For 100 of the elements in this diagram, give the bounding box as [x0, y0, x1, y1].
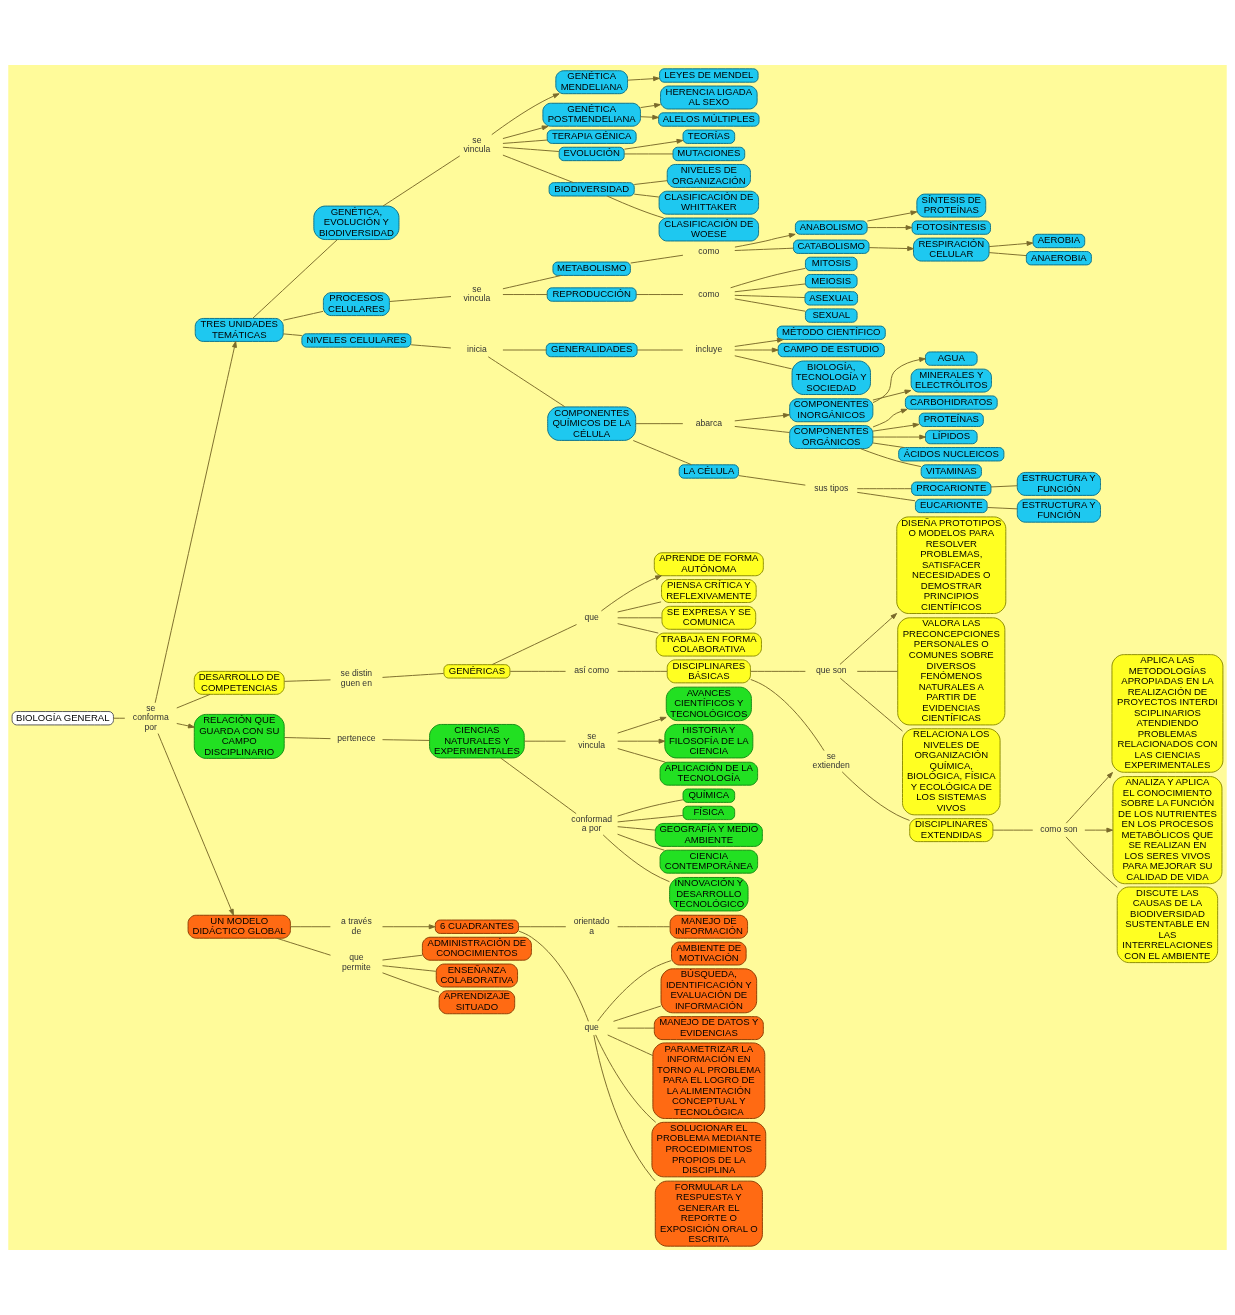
node-box: APRENDIZAJE SITUADO — [438, 990, 516, 1015]
connector — [750, 679, 825, 752]
node-box: RELACIONA LOS NIVELES DE ORGANIZACIÓN QUÍMICA, BIOLÓGICA, FÍSICA Y ECOLÓGICA DE LOS SISTEMAS VIVOS — [902, 728, 1001, 816]
arrow — [1065, 772, 1113, 824]
node-text: como son — [1040, 824, 1078, 835]
connector — [597, 960, 672, 1022]
node-text: se distinguen en — [340, 668, 373, 688]
node-box: VALORA LAS PRECONCEPCIONES PERSONALES O COMUNES SOBRE DIVERSOS FENÓMENOS NATURALES A PARTIR DE EVIDENCIAS CIENTÍFICAS — [897, 617, 1006, 726]
connector — [113, 717, 126, 719]
node-box: MINERALES Y ELECTRÓLITOS — [910, 368, 992, 393]
node-box: SÍNTESIS DE PROTEÍNAS — [916, 193, 987, 218]
arrow — [872, 357, 926, 404]
node-text: así como — [574, 665, 610, 676]
connector — [738, 475, 806, 486]
node-box: GENÉRICAS — [443, 664, 511, 679]
node-box: PROCARIONTE — [911, 481, 992, 496]
connector — [839, 677, 903, 732]
node-box: DESARROLLO DE COMPETENCIAS — [193, 670, 285, 695]
arrow — [866, 225, 913, 231]
connector — [382, 155, 461, 207]
connector — [617, 826, 656, 831]
node-box: GENERALIDADES — [545, 342, 638, 358]
connector — [623, 153, 674, 155]
arrow — [154, 340, 237, 704]
node-box: ÁCIDOS NUCLEICOS — [898, 447, 1005, 462]
connector — [382, 739, 430, 741]
connector — [607, 1034, 654, 1057]
node-box: MEIOSIS — [804, 273, 858, 289]
node-box: GENÉTICA POSTMENDELIANA — [542, 102, 641, 127]
connector — [595, 1034, 657, 1123]
connector — [636, 349, 684, 351]
node-box: EVOLUCIÓN — [558, 146, 625, 162]
node-box: TERAPIA GÉNICA — [546, 129, 637, 144]
connector — [282, 310, 324, 321]
node-box: LA CÉLULA — [678, 464, 739, 479]
node-box: ESTRUCTURA Y FUNCIÓN — [1016, 471, 1101, 496]
node-box: LEYES DE MENDEL — [659, 68, 759, 83]
arrow — [872, 422, 920, 432]
arrow — [872, 434, 926, 440]
arrow — [872, 408, 908, 428]
connector — [500, 757, 577, 815]
connector — [872, 442, 905, 449]
node-box: SEXUAL — [804, 308, 858, 323]
node-box: MANEJO DE INFORMACIÓN — [669, 914, 749, 939]
connector — [502, 274, 562, 290]
arrow — [734, 347, 779, 353]
connector — [382, 965, 437, 972]
node-box: PARAMETRIZAR LA INFORMACIÓN EN TORNO AL PROBLEMA PARA EL LOGRO DE LA ALIMENTACIÓN CONCEPTUAL Y TECNOLÓGICA — [652, 1042, 766, 1119]
connector — [252, 239, 338, 319]
node-box: AGUA — [925, 351, 978, 366]
arrow — [502, 125, 549, 140]
node-box: HISTORIA Y FILOSOFÍA DE LA CIENCIA — [664, 723, 754, 759]
node-box: FOTOSÍNTESIS — [911, 220, 991, 235]
node-text: como — [698, 288, 720, 299]
connector — [633, 193, 660, 198]
connector — [410, 344, 452, 349]
connector — [276, 937, 331, 956]
node-box: COMPONENTES ORGÁNICOS — [789, 425, 874, 449]
arrow — [491, 93, 560, 136]
connector — [988, 252, 1027, 257]
connector — [734, 298, 806, 312]
node-box: CARBOHIDRATOS — [904, 395, 998, 410]
connector — [509, 670, 567, 672]
node-text: se vincula — [463, 134, 491, 155]
connector — [617, 926, 671, 928]
connector — [617, 617, 663, 619]
connector — [502, 146, 560, 152]
connector — [992, 829, 1034, 831]
connector — [487, 356, 566, 408]
node-box: GEOGRAFÍA Y MEDIO AMBIENTE — [654, 822, 763, 847]
connector — [382, 972, 440, 993]
node-box: NIVELES CELULARES — [301, 333, 412, 348]
connector — [388, 296, 452, 302]
connector — [750, 670, 806, 672]
connector — [635, 423, 684, 425]
node-box: ALELOS MÚLTIPLES — [658, 112, 760, 127]
node-box: DISEÑA PROTOTIPOS O MODELOS PARA RESOLVER PROBLEMAS, SATISFACER NECESIDADES O DEMOSTRAR PRINCIPIOS CIENTÍFICOS — [896, 516, 1007, 614]
node-box: COMPONENTES INORGÁNICOS — [789, 398, 874, 423]
arrow — [734, 413, 790, 422]
node-text: que — [584, 611, 599, 622]
node-box: QUÍMICA — [682, 788, 736, 803]
connector — [856, 670, 899, 672]
node-box: DISCUTE LAS CAUSAS DE LA BIODIVERSIDAD SUSTENTABLE EN LAS INTERRELACIONES CON EL AMBIENTE — [1116, 886, 1219, 964]
arrow — [600, 575, 662, 612]
arrow — [617, 716, 667, 734]
node-text: a través de — [341, 916, 372, 936]
connector — [630, 254, 684, 264]
connector — [633, 180, 668, 185]
connector — [841, 771, 911, 821]
arrow — [1084, 827, 1114, 833]
connector — [617, 814, 684, 823]
connector — [617, 623, 659, 634]
connector — [602, 834, 670, 883]
connector — [502, 139, 548, 144]
node-box: LÍPIDOS — [925, 429, 978, 445]
connector — [502, 349, 547, 351]
connector — [289, 926, 331, 928]
connector — [617, 601, 662, 613]
node-box: REPRODUCCIÓN — [546, 287, 637, 302]
node-box: ADMINISTRACIÓN DE CONOCIMIENTOS — [421, 936, 532, 961]
